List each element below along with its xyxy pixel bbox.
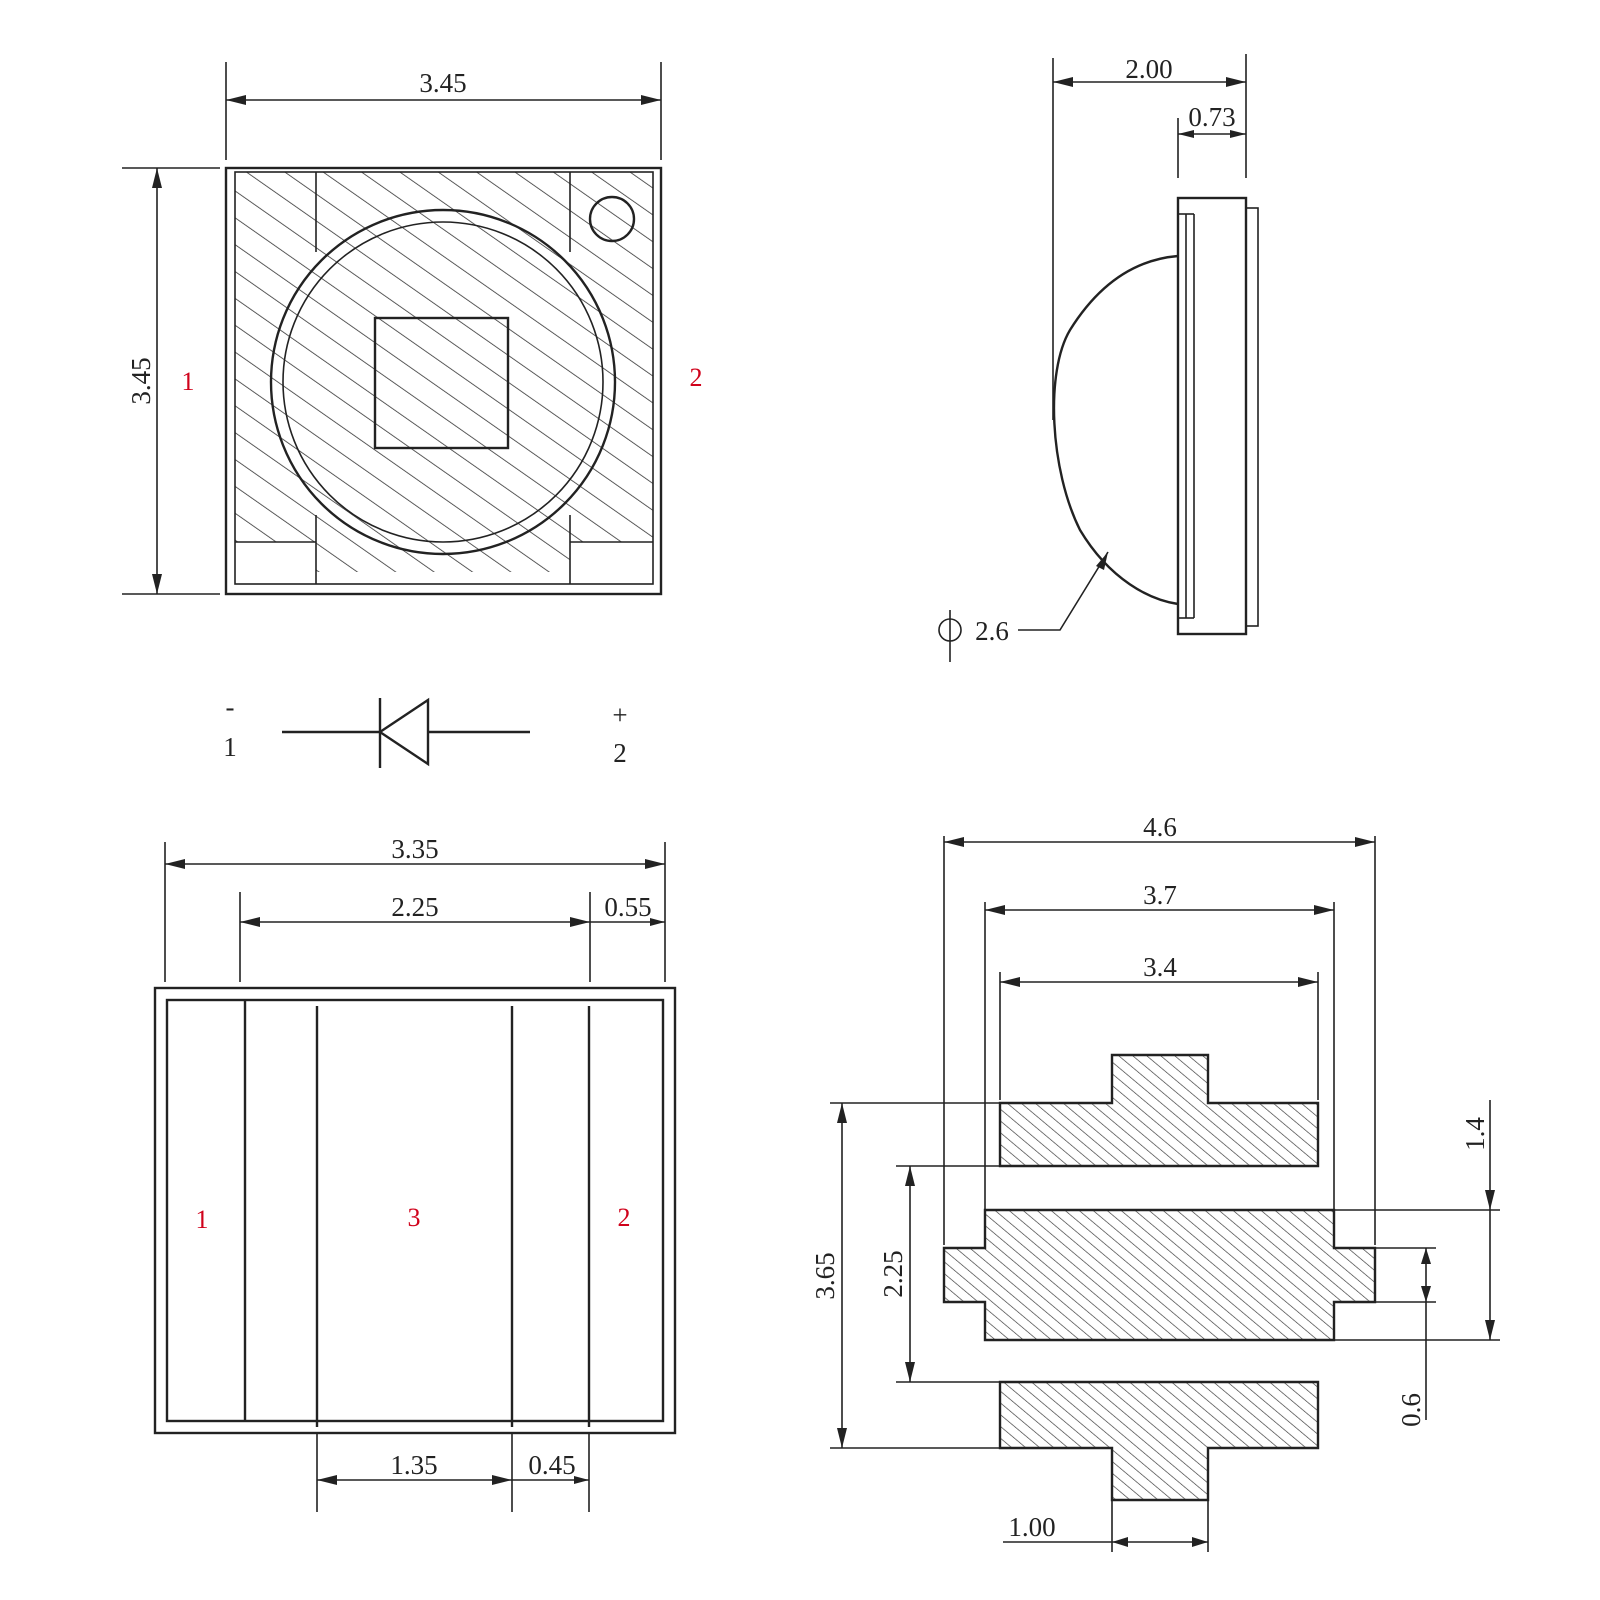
top-pad-right	[572, 544, 651, 582]
side-view: 2.00 0.73 2.6	[938, 54, 1259, 662]
arrow-s1	[1053, 77, 1073, 87]
arrow-f2	[1355, 837, 1375, 847]
bv-body-inner	[165, 998, 665, 1423]
fp-0-6-label: 0.6	[1396, 1393, 1426, 1427]
bv-pad-1: 1	[196, 1205, 209, 1234]
polarity-mark	[588, 195, 636, 243]
arrow-b2	[645, 859, 665, 869]
lens-dome	[1052, 254, 1179, 606]
arrow-f9	[905, 1166, 915, 1186]
bv-inner-label: 2.25	[391, 892, 438, 922]
bv-edge-label: 0.55	[604, 892, 651, 922]
bv-pad-3: 3	[408, 1203, 421, 1232]
arrow-top	[152, 168, 162, 188]
top-hatch-area	[235, 172, 653, 572]
arrow-s3	[1178, 130, 1194, 138]
fp-1-4-label: 1.4	[1460, 1117, 1490, 1151]
arrow-f11	[1485, 1190, 1495, 1210]
side-depth-label: 2.00	[1125, 54, 1172, 84]
diode-triangle	[377, 697, 430, 767]
symbol-plus: +	[612, 700, 627, 730]
arrow-f1	[944, 837, 964, 847]
fp-3-7-label: 3.7	[1143, 880, 1177, 910]
arrow-b1	[165, 859, 185, 869]
bv-center-label: 1.35	[390, 1450, 437, 1480]
arrow-f3	[985, 905, 1005, 915]
arrow-s2	[1226, 77, 1246, 87]
arrow-f5	[1000, 977, 1020, 987]
arrow-bottom	[152, 574, 162, 594]
top-pin-1: 1	[182, 367, 195, 396]
symbol-minus: -	[226, 692, 235, 722]
bv-body-outer	[153, 986, 677, 1435]
arrow-left	[226, 95, 246, 105]
footprint-view: 4.6 3.7 3.4 3.65 2.25	[810, 812, 1500, 1552]
fp-3-65-label: 3.65	[810, 1252, 840, 1299]
bv-gap-label: 0.45	[528, 1450, 575, 1480]
arrow-b4	[570, 917, 590, 927]
top-width-label: 3.45	[419, 68, 466, 98]
arrow-f10	[905, 1362, 915, 1382]
fp-pad-top	[998, 1053, 1320, 1168]
arrow-f6	[1298, 977, 1318, 987]
top-inner-outline	[234, 171, 654, 585]
arrow-f12	[1485, 1320, 1495, 1340]
top-body-outline	[224, 166, 663, 596]
fp-1-00-label: 1.00	[1008, 1512, 1055, 1542]
arrow-f4	[1314, 905, 1334, 915]
side-base-label: 0.73	[1188, 102, 1235, 132]
side-lip	[1245, 207, 1259, 627]
arrow-s4	[1230, 130, 1246, 138]
lens-inner-ring	[282, 221, 604, 543]
fp-pad-middle	[942, 1208, 1377, 1342]
lens-outer-ring	[269, 208, 617, 556]
arrow-f7	[837, 1103, 847, 1123]
bottom-view: 3.35 2.25 0.55 1 3 2 1.35 0.45	[153, 834, 677, 1512]
fp-pad-bottom	[998, 1380, 1320, 1502]
arrow-f8	[837, 1428, 847, 1448]
symbol-pin-1: 1	[223, 732, 237, 762]
arrow-f13	[1421, 1248, 1431, 1264]
arrow-b6	[317, 1475, 337, 1485]
bv-pad-2: 2	[618, 1203, 631, 1232]
fp-3-4-label: 3.4	[1143, 952, 1177, 982]
arrow-b8	[574, 1476, 589, 1484]
arrow-f15	[1112, 1537, 1128, 1547]
side-body	[1176, 196, 1248, 636]
chip-square	[373, 316, 510, 450]
top-view: 3.45 3.45 1 2	[122, 62, 703, 596]
arrow-f14	[1421, 1286, 1431, 1302]
fp-4-6-label: 4.6	[1143, 812, 1177, 842]
arrow-right	[641, 95, 661, 105]
bv-overall-label: 3.35	[391, 834, 438, 864]
arrow-leader	[1096, 552, 1108, 570]
arrow-b7	[492, 1475, 512, 1485]
top-pin-2: 2	[690, 363, 703, 392]
diode-symbol: - 1 + 2	[223, 692, 628, 768]
lens-leader	[1018, 551, 1109, 631]
top-height-label: 3.45	[126, 357, 156, 404]
arrow-b3	[240, 917, 260, 927]
symbol-pin-2: 2	[613, 738, 627, 768]
lens-diameter-label: 2.6	[975, 616, 1009, 646]
arrow-f16	[1192, 1537, 1208, 1547]
fp-2-25-label: 2.25	[878, 1250, 908, 1297]
arrow-b5	[650, 918, 665, 926]
top-pad-left	[237, 544, 314, 582]
